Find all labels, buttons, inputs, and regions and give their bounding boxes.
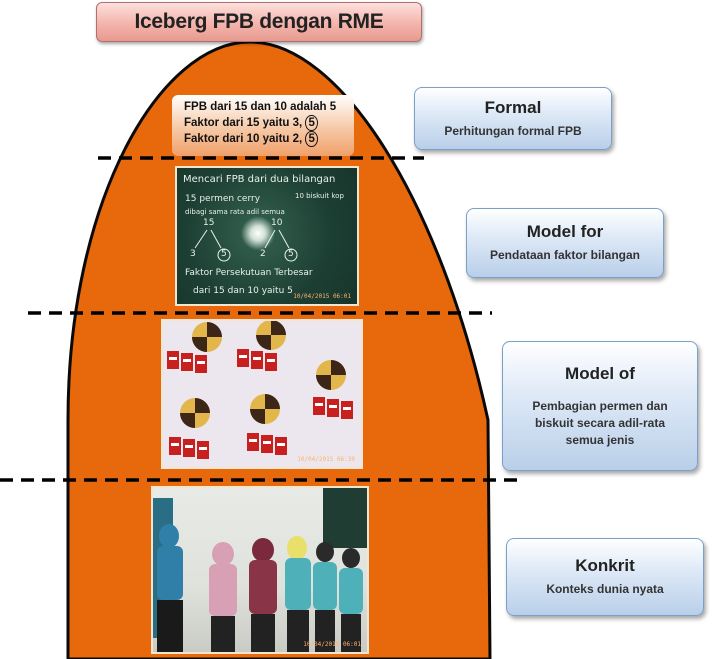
student (285, 536, 311, 652)
board-num-15: 15 (203, 218, 215, 228)
cookie (316, 360, 346, 390)
board-num-2: 2 (260, 249, 266, 259)
level-box-konkrit: Konkrit Konteks dunia nyata (506, 538, 704, 616)
level-desc-formal: Perhitungan formal FPB (444, 123, 582, 138)
classroom-kids-photo: 10/04/2015 06:01 (151, 486, 369, 654)
diagram-title: Iceberg FPB dengan RME (134, 10, 384, 33)
level-title-konkrit: Konkrit (575, 556, 635, 575)
formal-line-1: FPB dari 15 dan 10 adalah 5 (184, 101, 337, 113)
circled-factor-15: 5 (305, 115, 318, 131)
board-line-2: 15 permen cerry (185, 194, 261, 204)
board-line-1: Mencari FPB dari dua bilangan (183, 174, 336, 185)
student (313, 542, 337, 652)
candy-wrappers (169, 355, 351, 450)
level-box-model-for: Model for Pendataan faktor bilangan (466, 208, 664, 278)
level-box-model-of: Model of Pembagian permen dan biskuit se… (502, 341, 698, 471)
level-desc-model-for: Pendataan faktor bilangan (489, 248, 641, 262)
board-line-5: Faktor Persekutuan Terbesar (185, 268, 313, 278)
level-box-formal: Formal Perhitungan formal FPB (414, 87, 612, 150)
kids-timestamp: 10/04/2015 06:01 (303, 641, 361, 648)
factor-tree-drawing (194, 229, 298, 262)
chalkboard-photo: Mencari FPB dari dua bilangan 15 permen … (175, 166, 359, 306)
circled-factor-10: 5 (305, 131, 318, 147)
cookie (180, 398, 210, 428)
formal-text-box: FPB dari 15 dan 10 adalah 5 Faktor dari … (172, 95, 354, 156)
board-line-4: dibagi sama rata adil semua (185, 208, 285, 216)
board-line-6: dari 15 dan 10 yaitu 5 (193, 286, 293, 296)
level-title-model-of: Model of (565, 363, 635, 383)
cookie (256, 321, 286, 350)
classroom-kids-drawing (153, 488, 367, 652)
board-line-3: 10 biskuit kop (295, 192, 344, 200)
student (157, 524, 183, 652)
formal-line-3: Faktor dari 10 yaitu 2, 5 (184, 131, 348, 147)
student (209, 542, 237, 652)
board-timestamp: 10/04/2015 06:01 (293, 293, 351, 300)
level-desc-konkrit: Konteks dunia nyata (546, 582, 664, 596)
student (249, 538, 277, 652)
cookies-candy-drawing (167, 321, 353, 459)
cookies-timestamp: 10/04/2015 06:30 (297, 456, 355, 463)
board-num-5a: 5 (221, 249, 227, 259)
cookie (250, 394, 280, 424)
formal-line-2: Faktor dari 15 yaitu 3, 5 (184, 115, 348, 131)
student (339, 548, 363, 652)
level-desc-model-of: Pembagian permen dan biskuit secara adil… (532, 398, 668, 447)
board-num-10: 10 (271, 218, 283, 228)
board-num-3: 3 (190, 249, 196, 259)
cookie (192, 322, 222, 352)
cookies-candy-photo: 10/04/2015 06:30 (161, 319, 363, 469)
board-num-5b: 5 (288, 249, 294, 259)
level-title-model-for: Model for (526, 222, 604, 241)
level-title-formal: Formal (484, 97, 542, 117)
title-banner: Iceberg FPB dengan RME (96, 2, 422, 42)
